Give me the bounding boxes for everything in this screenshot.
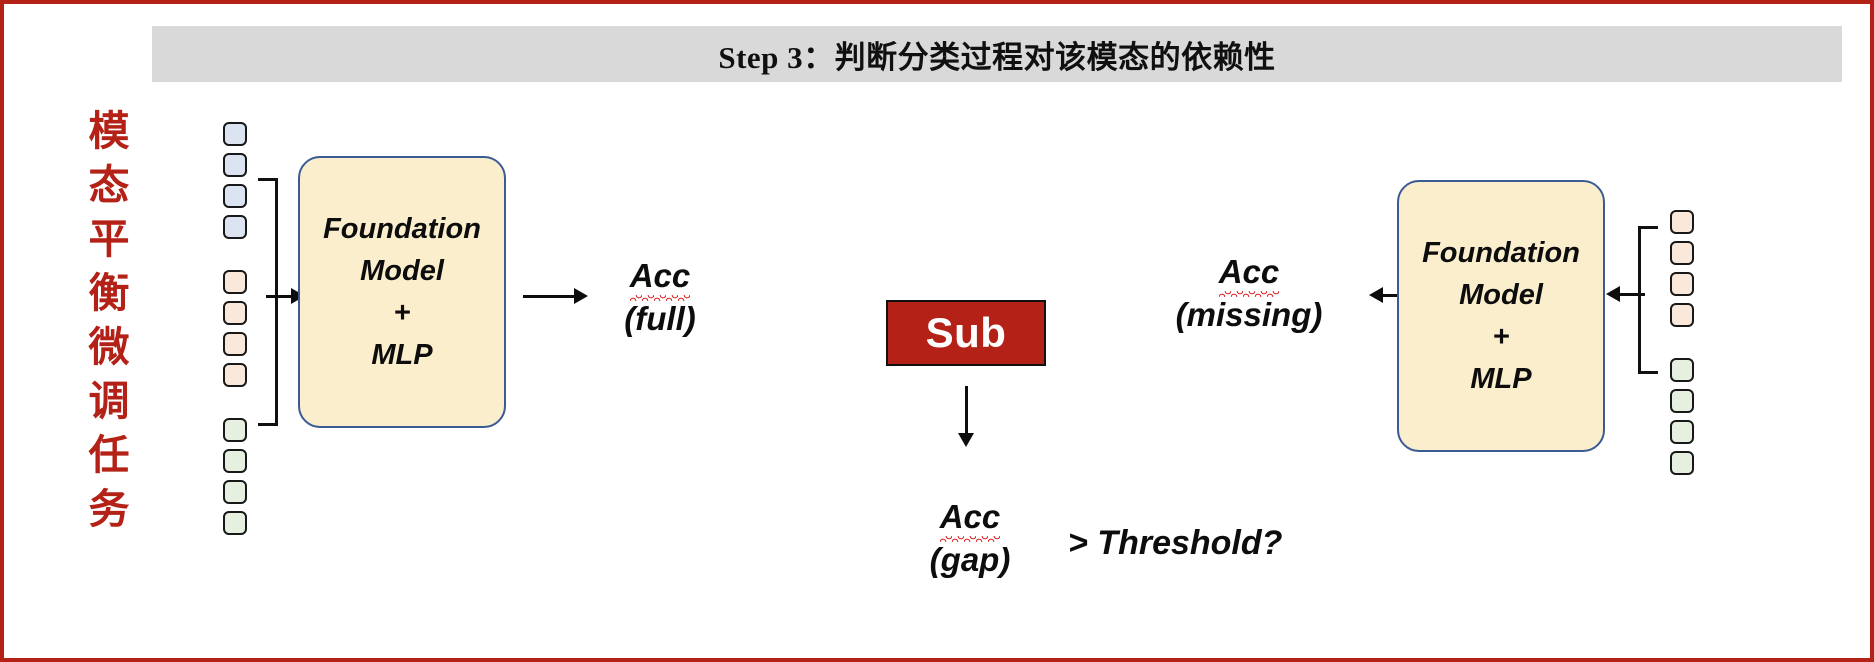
token-square-peach	[1670, 272, 1694, 296]
token-square-green	[1670, 451, 1694, 475]
vertical-label-char-3: 衡	[88, 270, 130, 316]
acc-missing-label: Acc (missing)	[1149, 252, 1349, 335]
arrowhead-left-icon	[1606, 286, 1620, 302]
token-square-green	[223, 418, 247, 442]
arrow-left-output	[523, 288, 588, 304]
token-square-peach	[223, 363, 247, 387]
acc-full-qualifier: (full)	[624, 300, 696, 337]
right-model-line-0: Foundation	[1422, 237, 1580, 269]
token-square-peach	[1670, 303, 1694, 327]
token-square-green	[223, 449, 247, 473]
sub-operation-label: Sub	[925, 309, 1007, 356]
token-square-blue	[223, 122, 247, 146]
arrowhead-down-icon	[958, 433, 974, 447]
right-token-column	[1670, 210, 1700, 482]
right-input-bracket	[1638, 226, 1658, 374]
acc-full-label: Acc (full)	[590, 256, 730, 339]
vertical-label-char-2: 平	[88, 216, 130, 262]
left-model-line-0: Foundation	[323, 213, 481, 245]
token-square-peach	[1670, 241, 1694, 265]
token-square-peach	[223, 332, 247, 356]
arrow-left-input	[266, 288, 305, 304]
token-group-gap	[223, 394, 253, 418]
token-square-green	[1670, 389, 1694, 413]
vertical-task-label: 模 态 平 衡 微 调 任 务	[66, 104, 152, 604]
token-square-green	[223, 480, 247, 504]
token-square-peach	[1670, 210, 1694, 234]
arrow-right-input	[1606, 286, 1645, 302]
acc-full-metric: Acc	[629, 256, 690, 301]
right-foundation-model-box: Foundation Model + MLP	[1397, 180, 1605, 452]
left-model-line-2: +	[393, 297, 411, 329]
left-foundation-model-box: Foundation Model + MLP	[298, 156, 506, 428]
token-square-peach	[223, 301, 247, 325]
left-model-line-3: MLP	[371, 339, 433, 371]
vertical-label-char-1: 态	[88, 162, 130, 208]
acc-missing-qualifier: (missing)	[1175, 296, 1323, 333]
right-model-line-3: MLP	[1470, 363, 1532, 395]
right-model-line-1: Model	[1459, 279, 1543, 311]
token-square-green	[1670, 420, 1694, 444]
title-banner: Step 3：判断分类过程对该模态的依赖性	[152, 26, 1842, 82]
arrowhead-left-icon	[1369, 287, 1383, 303]
acc-gap-qualifier: (gap)	[929, 541, 1011, 578]
acc-gap-label: Acc (gap)	[900, 497, 1040, 580]
arrowhead-right-icon	[574, 288, 588, 304]
token-square-green	[223, 511, 247, 535]
vertical-label-char-4: 微	[88, 324, 130, 370]
token-square-blue	[223, 215, 247, 239]
token-square-peach	[223, 270, 247, 294]
left-input-bracket	[258, 178, 278, 426]
acc-gap-metric: Acc	[939, 497, 1000, 542]
left-model-line-1: Model	[360, 255, 444, 287]
threshold-condition-label: > Threshold?	[1068, 524, 1283, 562]
token-square-blue	[223, 184, 247, 208]
vertical-label-char-0: 模	[88, 108, 130, 154]
token-square-green	[1670, 358, 1694, 382]
right-model-line-2: +	[1492, 321, 1510, 353]
vertical-label-char-6: 任	[88, 432, 130, 478]
left-token-column	[223, 122, 253, 542]
arrow-sub-to-gap	[958, 386, 974, 447]
page-title: Step 3：判断分类过程对该模态的依赖性	[718, 39, 1276, 75]
token-group-gap	[1670, 334, 1700, 358]
sub-operation-box: Sub	[886, 300, 1046, 366]
token-group-gap	[223, 246, 253, 270]
acc-missing-metric: Acc	[1218, 252, 1279, 297]
vertical-label-char-7: 务	[88, 486, 130, 532]
vertical-label-char-5: 调	[88, 378, 130, 424]
token-square-blue	[223, 153, 247, 177]
